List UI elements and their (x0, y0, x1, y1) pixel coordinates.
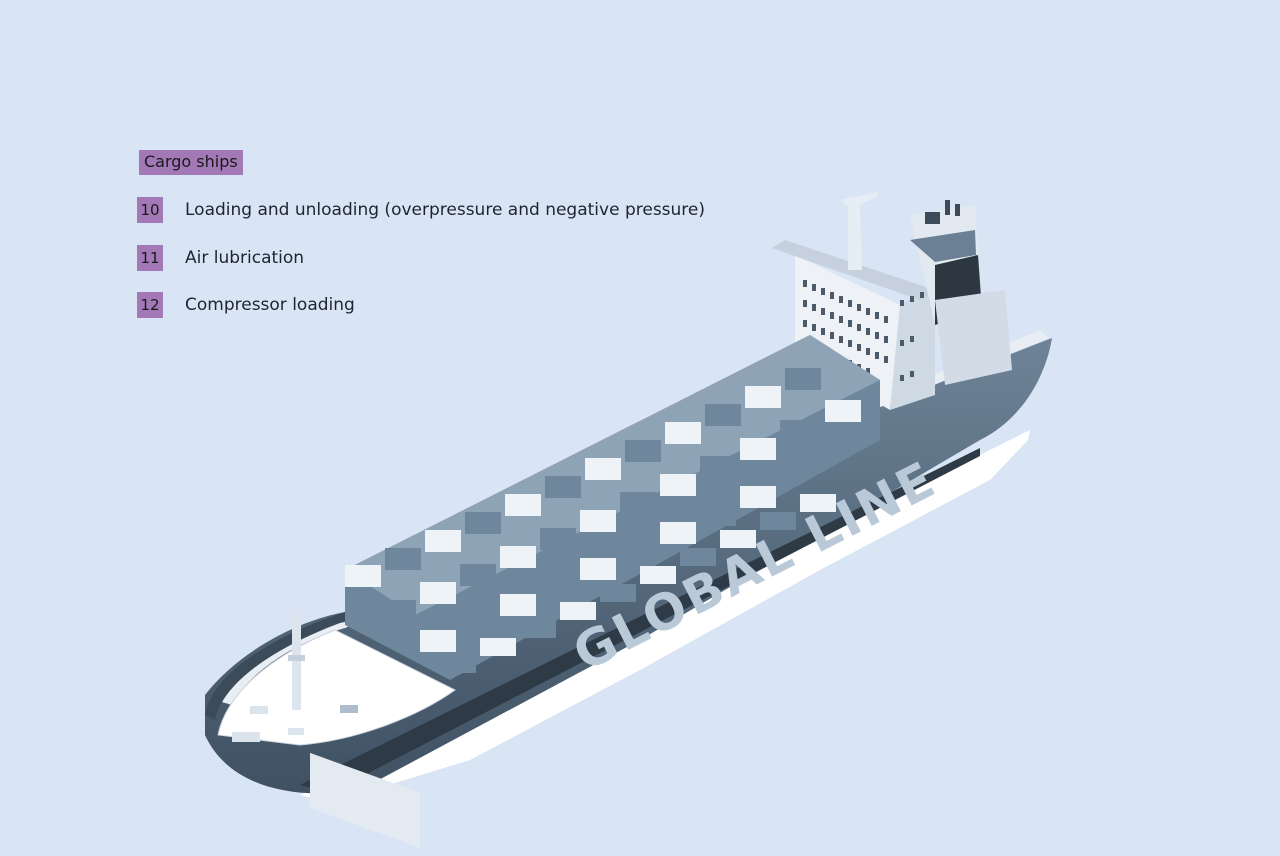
legend-label: Compressor loading (185, 295, 355, 315)
bow-deck (217, 629, 456, 746)
legend-label: Air lubrication (185, 248, 305, 268)
container-row (345, 368, 861, 587)
legend-number-badge: 10 (137, 197, 163, 223)
container-row (440, 494, 836, 673)
hull-bottom-edge (300, 448, 980, 793)
funnel-cap (925, 212, 940, 224)
container-row (420, 486, 776, 652)
container-stack (345, 335, 880, 680)
legend-label: Loading and unloading (overpressure and … (185, 200, 706, 220)
category-tag: Cargo ships (139, 150, 243, 175)
container-row (380, 420, 816, 622)
bow-rail (205, 612, 348, 720)
legend-number-badge: 11 (137, 245, 163, 271)
radar-mast (840, 192, 878, 270)
legend-number-badge: 12 (137, 292, 163, 318)
